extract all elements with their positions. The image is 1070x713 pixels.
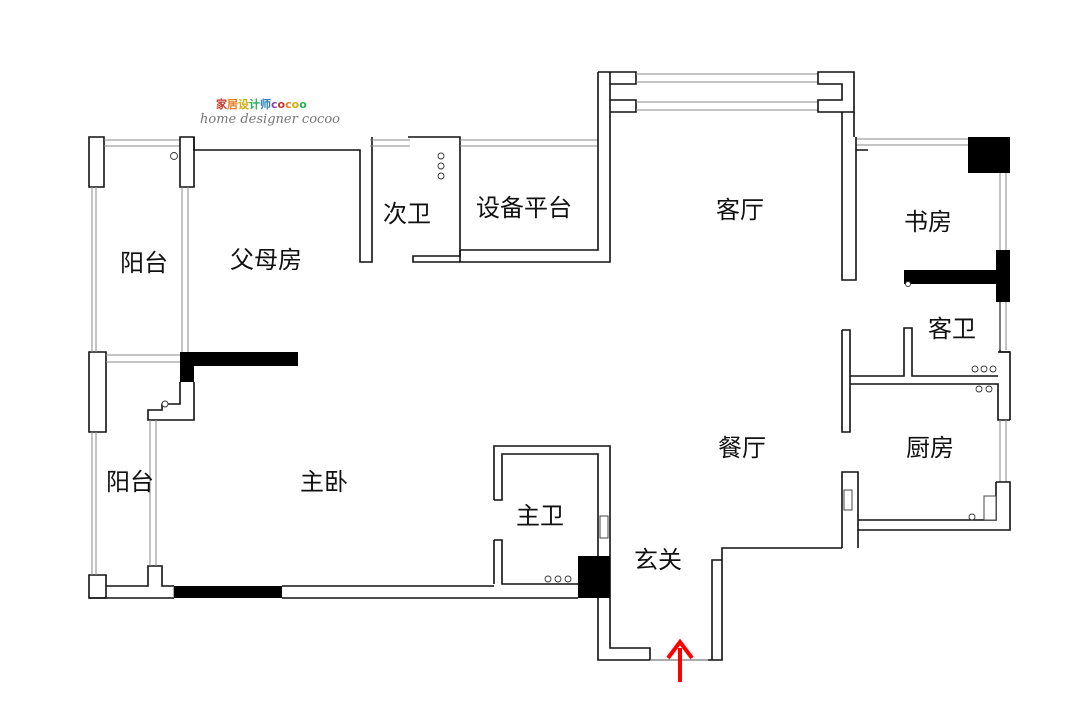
- watermark-top: 家居设计师cocoo: [216, 97, 307, 111]
- label-foyer: 玄关: [634, 546, 682, 574]
- label-master-bath: 主卫: [516, 502, 564, 530]
- label-living-room: 客厅: [716, 196, 764, 224]
- label-balcony-upper: 阳台: [120, 249, 168, 277]
- label-balcony-lower: 阳台: [106, 468, 154, 496]
- label-kitchen: 厨房: [906, 434, 954, 462]
- room-labels: 阳台 父母房 次卫 设备平台 客厅 书房 客卫 阳台 主卧 主卫 餐厅 厨房 玄…: [106, 194, 976, 574]
- label-dining-room: 餐厅: [718, 434, 766, 462]
- label-equipment-platform: 设备平台: [476, 194, 572, 222]
- label-parents-room: 父母房: [230, 246, 302, 274]
- label-guest-bath: 客卫: [928, 315, 976, 343]
- watermark: 家居设计师cocoo home designer cocoo: [200, 97, 340, 127]
- entrance-arrow-icon: [666, 638, 694, 682]
- structural-walls: [174, 137, 1010, 598]
- walls: [88, 71, 1011, 661]
- fixtures: [161, 152, 997, 583]
- label-second-bath: 次卫: [383, 200, 431, 228]
- watermark-bottom: home designer cocoo: [200, 112, 340, 127]
- label-master-bedroom: 主卧: [300, 468, 348, 496]
- label-study: 书房: [904, 208, 952, 236]
